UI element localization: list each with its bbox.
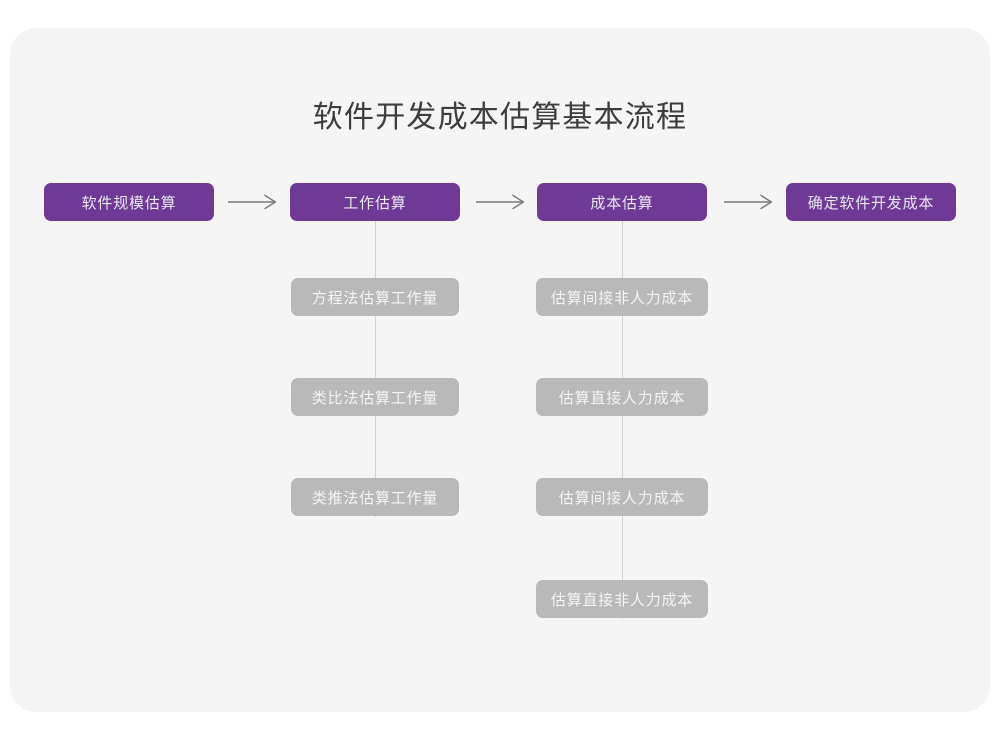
stage-node-3[interactable]: 成本估算 [537,183,707,221]
stage-node-1[interactable]: 软件规模估算 [44,183,214,221]
substep-node-3-3[interactable]: 估算间接人力成本 [536,478,708,516]
substep-node-2-2[interactable]: 类比法估算工作量 [291,378,459,416]
stage-node-2[interactable]: 工作估算 [290,183,460,221]
stage-node-4[interactable]: 确定软件开发成本 [786,183,956,221]
connector-stage-2 [375,221,376,517]
arrow-2-icon [476,192,525,212]
arrow-3-icon [724,192,773,212]
substep-node-2-1[interactable]: 方程法估算工作量 [291,278,459,316]
substep-node-3-4[interactable]: 估算直接非人力成本 [536,580,708,618]
substep-node-3-1[interactable]: 估算间接非人力成本 [536,278,708,316]
page-title: 软件开发成本估算基本流程 [312,101,688,134]
connector-stage-3 [622,221,623,619]
arrow-1-icon [228,192,277,212]
substep-node-2-3[interactable]: 类推法估算工作量 [291,478,459,516]
content-card [10,28,990,712]
substep-node-3-2[interactable]: 估算直接人力成本 [536,378,708,416]
